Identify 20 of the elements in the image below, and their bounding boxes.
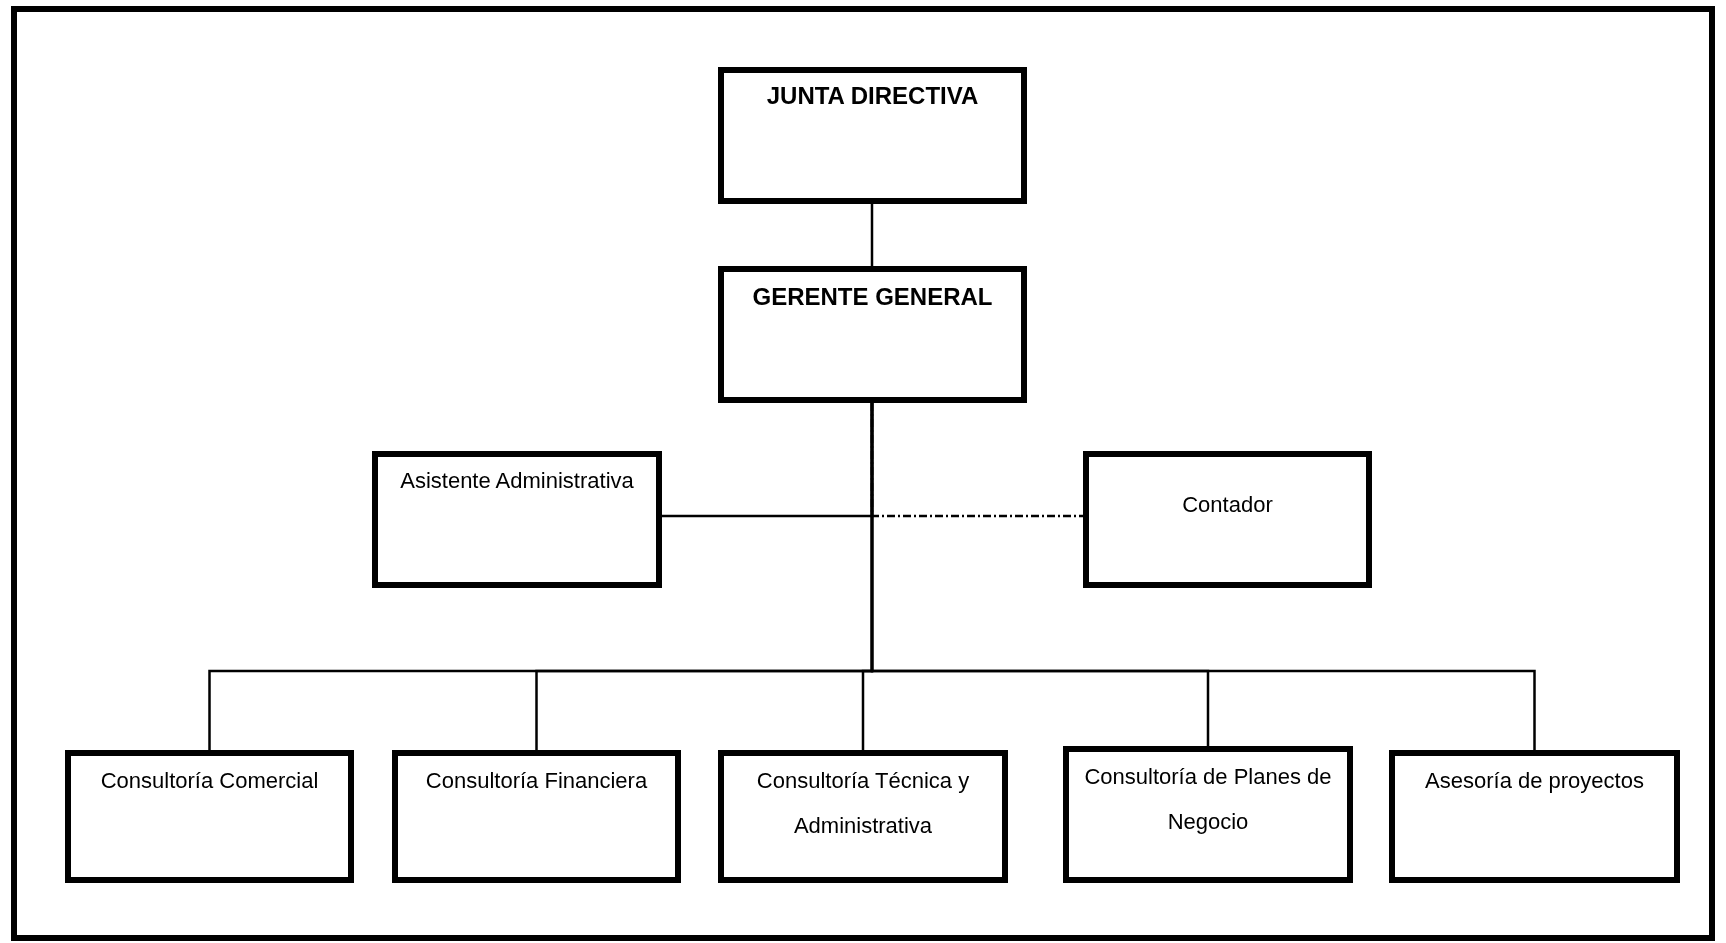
role-title: Consultoría Comercial	[99, 767, 320, 795]
connector-line	[870, 204, 874, 266]
org-box	[65, 750, 354, 883]
role-title: Consultoría Técnica y Administrativa	[755, 767, 971, 840]
org-box	[392, 750, 681, 883]
role-title: JUNTA DIRECTIVA	[765, 81, 980, 111]
role-title: Consultoría Financiera	[424, 767, 649, 795]
role-title: GERENTE GENERAL	[751, 282, 994, 312]
role-title: Contador	[1181, 491, 1274, 519]
org-box	[718, 750, 1008, 883]
connector-line	[870, 403, 1536, 750]
role-title: Consultoría de Planes de Negocio	[1083, 763, 1333, 836]
org-box	[1083, 451, 1372, 588]
org-box	[372, 451, 662, 588]
role-title: Asistente Administrativa	[399, 467, 635, 495]
role-title: Asesoría de proyectos	[1424, 767, 1645, 795]
org-box	[1063, 746, 1353, 883]
org-box	[718, 67, 1027, 204]
org-box	[1389, 750, 1680, 883]
org-box	[718, 266, 1027, 403]
